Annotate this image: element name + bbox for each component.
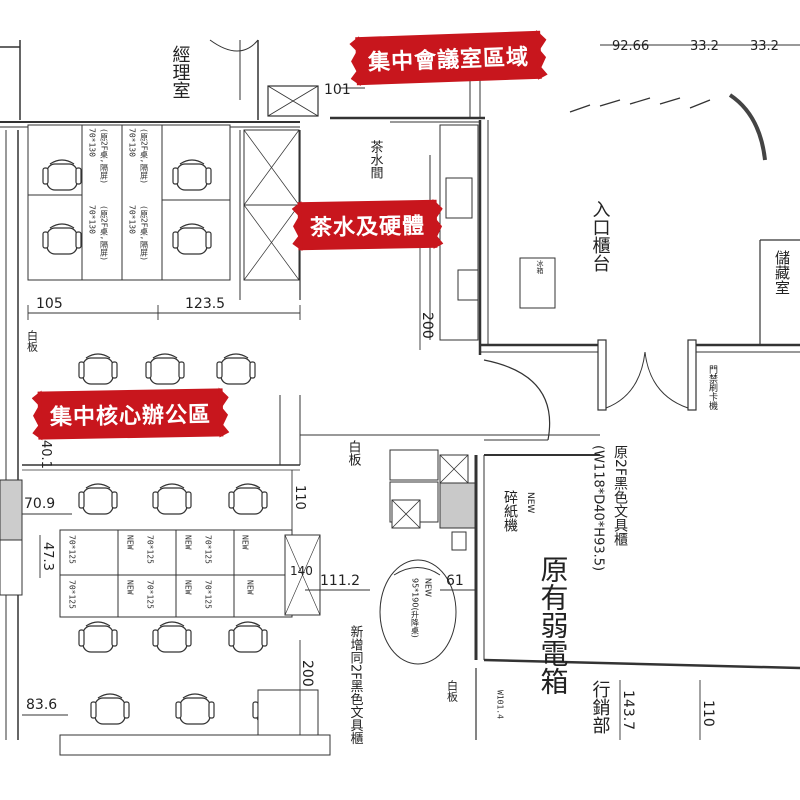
note-cabinet: 原2F黑色文具櫃: [612, 445, 628, 546]
dim-top-1: 92.66: [612, 39, 649, 54]
note-new-cabinet: 新增同2F黑色文具櫃: [348, 624, 364, 745]
banner-core-office: 集中核心辦公區: [39, 390, 222, 438]
desk-tag: 70*125: [204, 535, 213, 564]
desk-tag: 70*125: [146, 580, 155, 609]
note-whiteboard: 白板: [26, 329, 39, 353]
dim-top-2: 33.2: [690, 39, 719, 54]
walls: [0, 39, 800, 740]
dim-top-3: 33.2: [750, 39, 779, 54]
note-whiteboard-3: 白板: [346, 439, 362, 467]
desk-tag: 70*130: [88, 128, 97, 157]
desk-tag: 70*130: [128, 128, 137, 157]
dim-110a: 110: [292, 485, 307, 510]
dim-40-1: 40.1: [38, 440, 53, 469]
dim-105: 105: [36, 296, 63, 312]
dimension-labels: 105 123.5 101 200 70.9 47.3 110 111.2 61…: [24, 39, 779, 730]
dim-47-3: 47.3: [40, 542, 55, 571]
dim-140: 140: [290, 564, 313, 578]
desk-tag-sub: (原2F桌,隔屏): [100, 205, 109, 261]
label-sales: 行銷部: [590, 680, 611, 734]
dim-111: 111.2: [320, 573, 360, 589]
desk-tags: 70*130 (原2F桌,隔屏) 70*130 (原2F桌,隔屏) 70*130…: [68, 128, 255, 609]
note-shredder: 碎紙機: [502, 490, 518, 533]
label-tea-room: 茶水間: [368, 139, 384, 180]
desk-tag: 70*125: [204, 580, 213, 609]
desk-tag: 70*130: [128, 205, 137, 234]
desk-tag-sub: (原2F桌,隔屏): [140, 128, 149, 184]
desk-tag: 70*125: [68, 580, 77, 609]
dim-143: 143.7: [620, 690, 636, 730]
desk-tag-sub: (原2F桌,隔屏): [140, 205, 149, 261]
label-storage: 儲藏室: [773, 250, 791, 295]
label-existing-box: 原有弱電箱: [537, 555, 570, 695]
dim-123: 123.5: [185, 296, 225, 312]
desk-new: NEW: [246, 580, 255, 595]
desk-tag-sub: (原2F桌,隔屏): [100, 128, 109, 184]
banner-tea-hardware: 茶水及硬體: [299, 201, 436, 249]
desk-tag: 70*125: [68, 535, 77, 564]
dim-200a: 200: [419, 312, 435, 339]
dim-200b: 200: [299, 660, 315, 687]
note-w101: W101.4: [496, 690, 505, 719]
desk-pod-top: [27, 124, 300, 281]
note-cabinet-dim: (W118*D40*H93.5): [591, 445, 606, 571]
desk-new: NEW: [241, 535, 250, 550]
desk-new: NEW: [126, 535, 135, 550]
room-labels: 入口櫃台 儲藏室 行銷部 經理室 茶水間 原有弱電箱 原2F黑色文具櫃 (W11…: [26, 45, 792, 745]
dim-61: 61: [446, 573, 464, 589]
tea-room-fixtures: [379, 124, 556, 665]
banner-meeting-area: 集中會議室區域: [357, 32, 540, 84]
dim-83: 83.6: [26, 697, 57, 713]
desk-tag: 70*125: [146, 535, 155, 564]
note-new-table-size: 95*190(升降桌): [411, 578, 420, 638]
note-shredder-new: NEW: [525, 492, 535, 513]
dim-101: 101: [324, 82, 351, 98]
label-reception: 入口櫃台: [590, 200, 611, 272]
note-whiteboard-2: 白板: [446, 679, 459, 703]
note-new-table: NEW: [424, 578, 433, 597]
dim-70-9: 70.9: [24, 496, 55, 512]
label-manager: 經理室: [170, 45, 191, 99]
dimension-lines: [22, 87, 701, 740]
desk-new: NEW: [184, 535, 193, 550]
note-wall-mount: 門禁刷卡機: [707, 365, 718, 411]
dim-110b: 110: [700, 700, 716, 727]
desk-tag: 70*130: [88, 205, 97, 234]
note-fridge: 冰箱: [536, 259, 544, 275]
desk-new: NEW: [184, 580, 193, 595]
desk-new: NEW: [126, 580, 135, 595]
desk-pod-bottom: [59, 529, 331, 756]
